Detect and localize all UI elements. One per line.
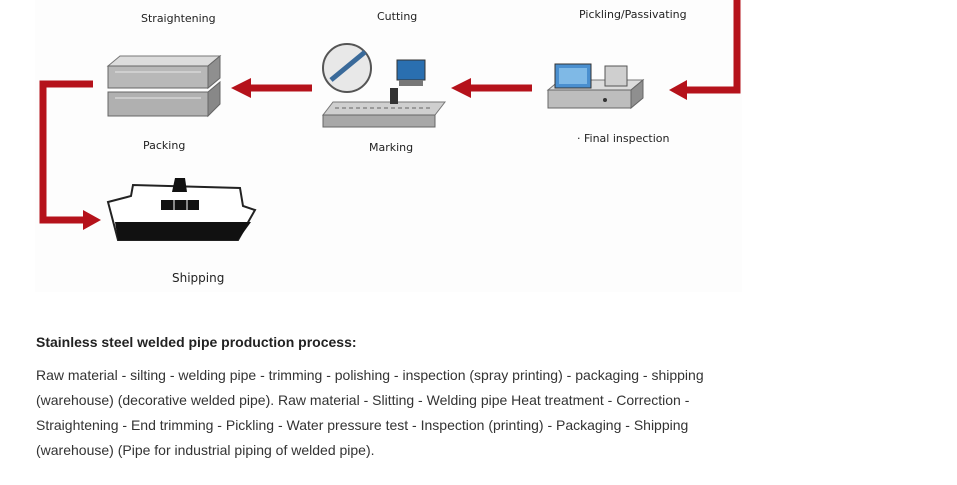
production-flow-diagram: Straightening Cutting Pickling/Passivati…: [35, 0, 742, 292]
arrow-marking-to-packing: [231, 78, 312, 98]
label-straightening: Straightening: [141, 12, 216, 25]
packing-boxes-icon: [106, 54, 222, 118]
cargo-ship-icon: [106, 178, 257, 241]
label-marking: Marking: [369, 141, 414, 154]
label-shipping: Shipping: [172, 271, 225, 285]
arrow-final-inspection-to-marking: [451, 78, 532, 98]
marking-machine-icon: [321, 43, 447, 128]
process-description: Raw material - silting - welding pipe - …: [36, 367, 704, 458]
label-cutting: Cutting: [377, 10, 418, 23]
arrow-packing-to-shipping: [39, 80, 101, 230]
label-packing: Packing: [143, 139, 186, 152]
flow-graphics: [39, 0, 741, 241]
process-title: Stainless steel welded pipe production p…: [36, 334, 357, 350]
label-pickling: Pickling/Passivating: [579, 8, 687, 21]
label-final-inspection: · Final inspection: [577, 132, 670, 145]
arrow-into-final-inspection: [669, 0, 741, 100]
inspection-machine-icon: [546, 63, 645, 110]
